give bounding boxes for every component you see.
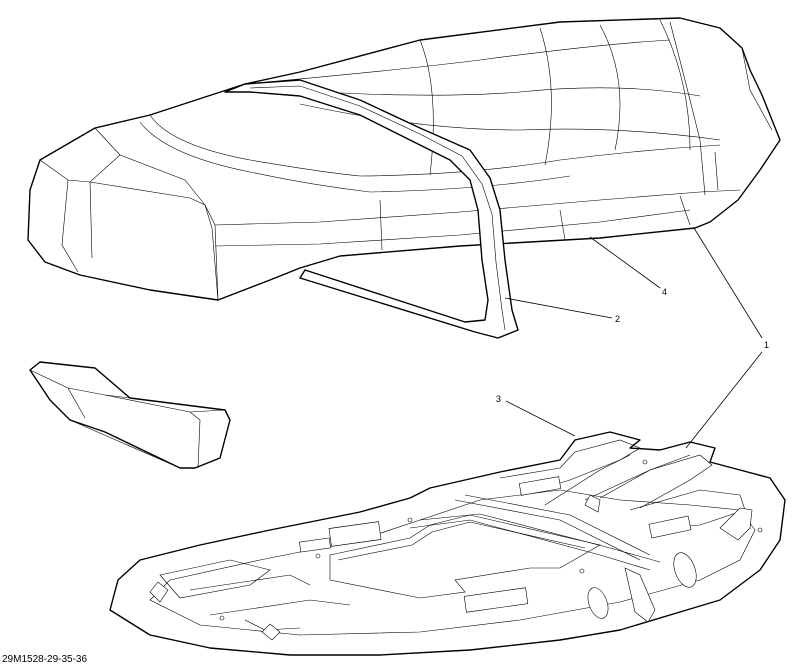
callout-2: 2 [615, 314, 620, 324]
callout-4: 4 [662, 287, 667, 297]
callout-3: 3 [496, 394, 501, 404]
callout-1: 1 [764, 340, 769, 350]
foam-block [29, 361, 231, 469]
callout-labels: 1 2 3 4 [496, 287, 769, 404]
reference-code: 29M1528-29-35-36 [2, 654, 88, 665]
callout-leaders [504, 227, 763, 449]
seat-cover [27, 17, 781, 301]
seat-base [109, 431, 786, 656]
strap [224, 79, 519, 339]
